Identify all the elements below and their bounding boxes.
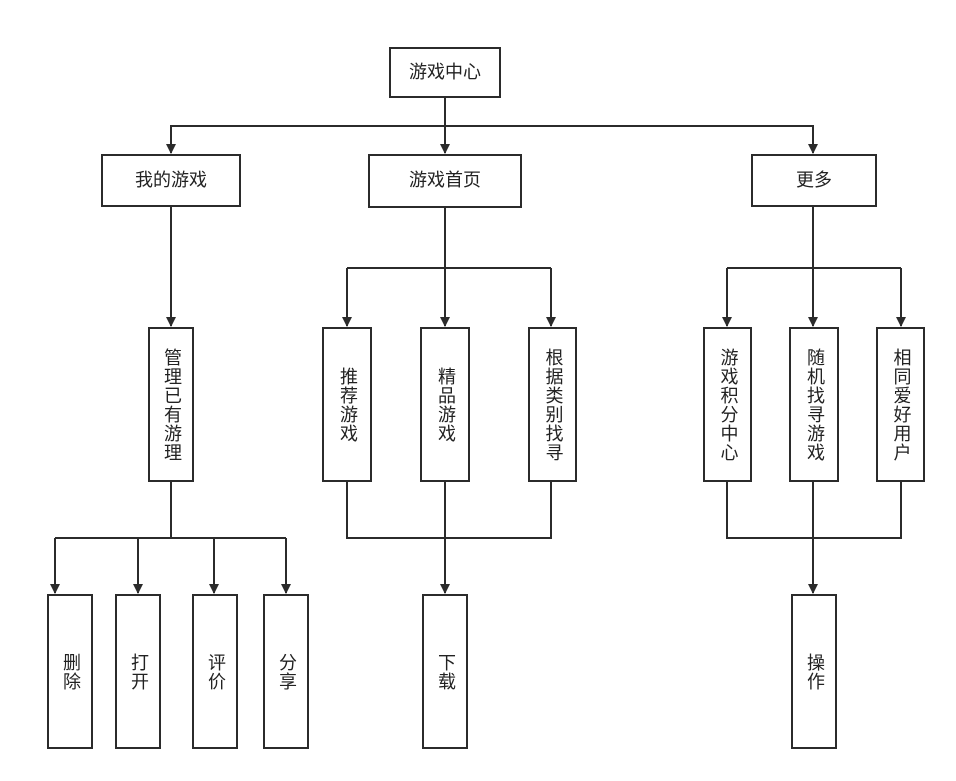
node-label: 随机找寻游戏 [804,347,826,462]
node-operate: 操作 [791,594,837,749]
node-share: 分享 [263,594,309,749]
node-random-find: 随机找寻游戏 [789,327,839,482]
edge-bus-level1 [170,125,814,153]
node-label: 游戏中心 [409,61,481,83]
node-game-home: 游戏首页 [368,154,522,208]
node-label: 游戏首页 [409,170,481,192]
node-label: 推荐游戏 [337,366,359,443]
node-label: 更多 [796,169,832,191]
edge-bus-home-merge [346,482,552,539]
node-open: 打开 [115,594,161,749]
node-label: 根据类别找寻 [542,347,564,462]
node-game-center: 游戏中心 [389,47,501,98]
node-label: 下载 [435,652,457,691]
node-manage-games: 管理已有游理 [148,327,194,482]
node-delete: 删除 [47,594,93,749]
node-find-by-category: 根据类别找寻 [528,327,577,482]
node-label: 相同爱好用户 [890,347,912,462]
node-label: 删除 [60,652,82,691]
node-label: 管理已有游理 [161,347,183,462]
node-review: 评价 [192,594,238,749]
node-my-games: 我的游戏 [101,154,241,207]
node-download: 下载 [422,594,468,749]
node-label: 打开 [128,652,150,691]
node-label: 分享 [276,652,298,691]
node-same-hobby-users: 相同爱好用户 [876,327,925,482]
node-label: 评价 [205,652,227,691]
node-label: 游戏积分中心 [717,347,739,462]
node-recommend-games: 推荐游戏 [322,327,372,482]
node-points-center: 游戏积分中心 [703,327,752,482]
node-label: 操作 [804,652,826,691]
node-more: 更多 [751,154,877,207]
node-featured-games: 精品游戏 [420,327,470,482]
node-label: 精品游戏 [435,366,457,443]
node-label: 我的游戏 [135,169,207,191]
